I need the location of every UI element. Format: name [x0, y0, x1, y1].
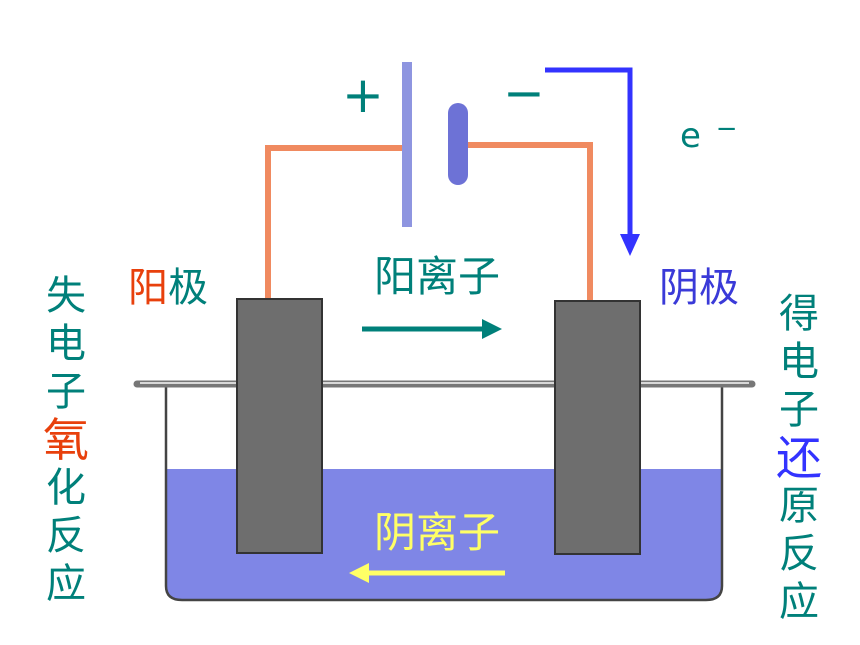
cathode-label: 阴极 — [659, 265, 739, 311]
cathode-wire — [462, 142, 593, 302]
right-char-reduction: 还 — [776, 431, 822, 485]
cation-label: 阳离子 — [374, 252, 501, 301]
left-char-7: 应 — [46, 561, 86, 607]
right-reduction-text: 得 电 子 还 原 反 应 — [775, 290, 823, 626]
battery-plus-sign: + — [342, 66, 384, 124]
cation-arrowhead — [482, 319, 502, 339]
anode-wire — [265, 145, 408, 300]
anode-label-char-yang: 阳 — [128, 265, 168, 311]
electron-arrowhead — [620, 234, 640, 256]
left-char-oxidation: 氧 — [43, 413, 89, 467]
electron-charge: − — [715, 114, 738, 144]
left-oxidation-text: 失 电 子 氧 化 反 应 — [42, 272, 90, 608]
anode-label: 阳极 — [128, 268, 208, 308]
right-char-2: 电 — [779, 339, 819, 385]
right-char-7: 应 — [779, 579, 819, 625]
anion-arrowhead — [349, 563, 369, 583]
anode-electrode — [236, 298, 323, 554]
right-char-6: 反 — [779, 531, 819, 577]
anode-label-char-ji: 极 — [168, 265, 208, 311]
left-char-2: 电 — [46, 321, 86, 367]
left-char-3: 子 — [46, 369, 86, 415]
left-char-1: 失 — [46, 273, 86, 319]
electron-label: e − — [680, 116, 738, 153]
electron-flow-arrow — [545, 67, 633, 236]
battery-long-plate — [402, 62, 412, 227]
anion-label: 阴离子 — [374, 508, 501, 557]
left-char-6: 反 — [46, 513, 86, 559]
right-char-5: 原 — [779, 483, 819, 529]
cathode-electrode — [554, 300, 641, 555]
right-char-3: 子 — [779, 387, 819, 433]
electron-symbol: e — [680, 116, 701, 156]
left-char-5: 化 — [46, 465, 86, 511]
battery-short-plate — [448, 103, 468, 185]
beaker — [164, 385, 724, 602]
battery-minus-sign: − — [503, 64, 545, 122]
right-char-1: 得 — [779, 291, 819, 337]
